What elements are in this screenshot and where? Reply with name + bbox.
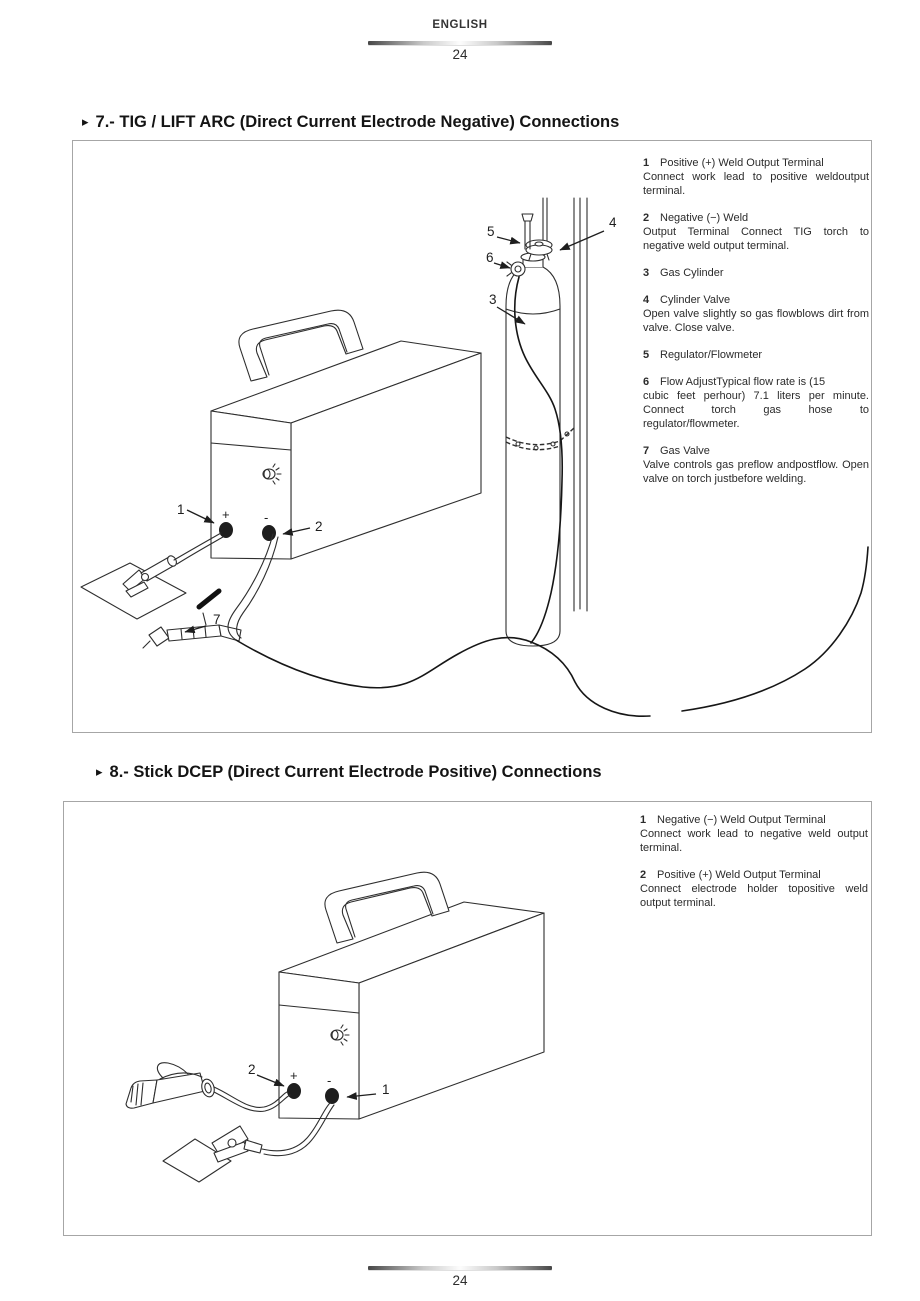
section-8-title: ▸ 8.- Stick DCEP (Direct Current Electrod… xyxy=(96,763,602,782)
minus-label: - xyxy=(264,510,268,525)
note-body: Valve controls gas preflow andpostflow. … xyxy=(643,459,869,485)
header-divider xyxy=(368,41,552,45)
work-clamp-assembly xyxy=(80,532,224,620)
positive-terminal xyxy=(219,522,233,538)
work-clamp-assembly xyxy=(162,1102,335,1183)
note-item: 1 Negative (−) Weld Output Terminal Conne… xyxy=(640,813,868,855)
note-head: Positive (+) Weld Output Terminal xyxy=(657,869,821,881)
note-body: Open valve slightly so gas flowblows dir… xyxy=(643,308,869,334)
negative-terminal xyxy=(325,1088,339,1104)
note-number: 1 xyxy=(643,157,650,169)
electrode-cable xyxy=(213,1086,288,1108)
section-7-title: ▸ 7.- TIG / LIFT ARC (Direct Current Elec… xyxy=(82,113,619,132)
note-body: cubic feet perhour) 7.1 liters per minut… xyxy=(643,390,869,430)
carry-handle xyxy=(238,309,364,382)
note-head: Cylinder Valve xyxy=(660,294,731,306)
note-number: 5 xyxy=(643,349,650,361)
note-head: Negative (−) Weld Output Terminal xyxy=(657,814,826,826)
negative-terminal xyxy=(262,525,276,541)
note-item: 7 Gas Valve Valve controls gas preflow an… xyxy=(643,444,869,486)
callout-5: 5 xyxy=(487,224,495,239)
stick-connection-diagram: + - xyxy=(125,871,545,1183)
work-lead-cable xyxy=(173,532,222,561)
note-head: Negative (−) Weld xyxy=(660,212,749,224)
note-item: 5 Regulator/Flowmeter xyxy=(643,348,869,362)
callouts: 1 2 3 4 5 6 7 xyxy=(177,215,617,634)
note-item: 2 Positive (+) Weld Output Terminal Conne… xyxy=(640,868,868,910)
note-body: Connect work lead to positive weldoutput… xyxy=(643,171,869,197)
section-bullet-icon: ▸ xyxy=(96,764,103,779)
callout-3: 3 xyxy=(489,292,497,307)
power-knob-icon xyxy=(262,463,282,485)
note-number: 2 xyxy=(643,212,650,224)
torch-gas-valve xyxy=(196,588,222,610)
plus-label: + xyxy=(222,507,230,522)
note-number: 1 xyxy=(640,814,647,826)
section-7-title-text: 7.- TIG / LIFT ARC (Direct Current Elect… xyxy=(95,113,620,131)
welder-machine: + - xyxy=(278,871,545,1120)
note-head: Positive (+) Weld Output Terminal xyxy=(660,157,824,169)
note-head: Flow AdjustTypical flow rate is (15 xyxy=(660,376,826,388)
torch-cable xyxy=(227,533,869,717)
callout-2: 2 xyxy=(315,519,323,534)
cylinder-pole xyxy=(542,197,588,612)
note-number: 4 xyxy=(643,294,650,306)
minus-label: - xyxy=(327,1073,331,1088)
note-head: Regulator/Flowmeter xyxy=(660,349,763,361)
plus-label: + xyxy=(290,1068,298,1083)
note-number: 6 xyxy=(643,376,650,388)
callouts: 2 1 xyxy=(248,1062,390,1100)
welder-machine: + - xyxy=(210,309,482,560)
securing-chain xyxy=(505,427,575,451)
note-body: Output Terminal Connect TIG torch to neg… xyxy=(643,226,869,252)
section-8-title-text: 8.- Stick DCEP (Direct Current Electrode… xyxy=(109,763,602,781)
work-lead-cable xyxy=(261,1102,331,1152)
note-number: 2 xyxy=(640,869,647,881)
note-number: 3 xyxy=(643,267,650,279)
note-number: 7 xyxy=(643,445,650,457)
power-knob-icon xyxy=(330,1024,350,1046)
callout-4: 4 xyxy=(609,215,617,230)
note-body: Connect work lead to negative weld outpu… xyxy=(640,828,868,854)
header-page-number: 24 xyxy=(452,47,468,62)
notes-column: 1 Positive (+) Weld Output Terminal Conne… xyxy=(643,156,869,499)
callout-1: 1 xyxy=(177,502,185,517)
note-item: 6 Flow AdjustTypical flow rate is (15 cub… xyxy=(643,375,869,431)
electrode-holder xyxy=(125,1062,291,1112)
figure-box-tig: + - xyxy=(72,140,872,733)
workpiece-plate xyxy=(162,1138,232,1183)
note-head: Gas Valve xyxy=(660,445,710,457)
callout-6: 6 xyxy=(486,250,494,265)
gas-cylinder xyxy=(505,213,575,647)
note-body: Connect electrode holder topositive weld… xyxy=(640,883,868,909)
callout-2: 2 xyxy=(248,1062,256,1077)
gas-hose xyxy=(513,276,564,644)
footer-divider xyxy=(368,1266,552,1270)
work-clamp xyxy=(211,1125,263,1163)
figure-box-stick: + - xyxy=(63,801,872,1236)
work-clamp xyxy=(122,555,177,598)
tig-connection-diagram: + - xyxy=(80,197,869,717)
section-bullet-icon: ▸ xyxy=(82,114,89,129)
notes-column: 1 Negative (−) Weld Output Terminal Conne… xyxy=(640,813,868,923)
note-item: 4 Cylinder Valve Open valve slightly so g… xyxy=(643,293,869,335)
note-item: 2 Negative (−) Weld Output Terminal Conne… xyxy=(643,211,869,253)
footer-page-number: 24 xyxy=(452,1273,468,1288)
note-item: 3 Gas Cylinder xyxy=(643,266,869,280)
note-item: 1 Positive (+) Weld Output Terminal Conne… xyxy=(643,156,869,198)
note-head: Gas Cylinder xyxy=(660,267,724,279)
callout-1: 1 xyxy=(382,1082,390,1097)
carry-handle xyxy=(324,871,450,944)
callout-7: 7 xyxy=(213,612,221,627)
positive-terminal xyxy=(287,1083,301,1099)
language-label: ENGLISH xyxy=(432,19,488,31)
regulator-flowmeter xyxy=(506,213,553,277)
